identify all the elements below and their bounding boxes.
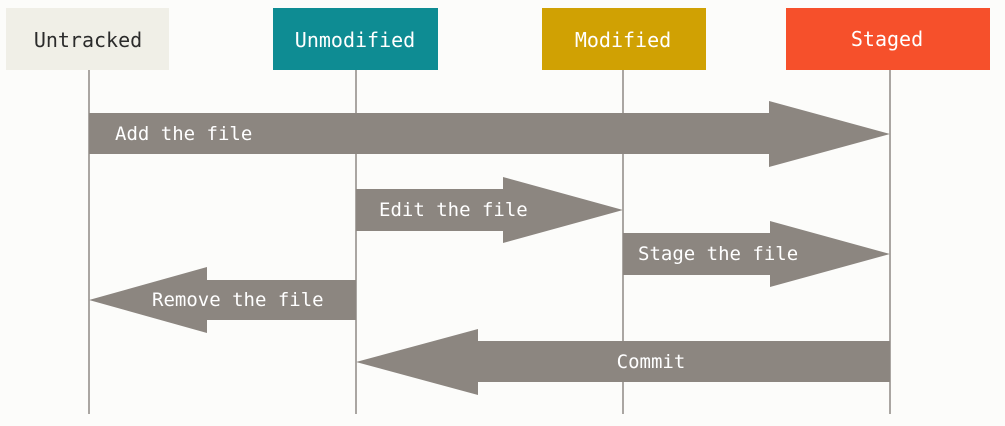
state-label-untracked: Untracked: [34, 28, 142, 52]
state-box-unmodified: [273, 8, 438, 70]
state-box-untracked: [6, 8, 169, 70]
state-unmodified: Unmodified: [273, 8, 438, 70]
transition-remove-the-file: Remove the file: [89, 267, 356, 333]
arrow-label-stage-the-file: Stage the file: [638, 243, 798, 265]
state-label-staged: Staged: [851, 27, 923, 51]
state-box-modified: [542, 8, 706, 70]
arrow-label-edit-the-file: Edit the file: [379, 199, 528, 221]
transition-edit-the-file: Edit the file: [356, 177, 623, 243]
arrow-remove-the-file: [89, 267, 356, 333]
arrow-label-remove-the-file: Remove the file: [152, 289, 324, 311]
state-label-unmodified: Unmodified: [295, 28, 415, 52]
transition-add-the-file: Add the file: [89, 101, 890, 167]
arrow-edit-the-file: [356, 177, 623, 243]
arrow-label-add-the-file: Add the file: [115, 123, 252, 145]
transition-stage-the-file: Stage the file: [623, 221, 890, 287]
transition-commit: Commit: [356, 329, 890, 395]
state-untracked: Untracked: [6, 8, 169, 70]
state-label-modified: Modified: [575, 28, 671, 52]
arrow-label-commit: Commit: [617, 351, 686, 373]
arrow-commit: [356, 329, 890, 395]
state-box-staged: [786, 8, 990, 70]
arrow-add-the-file: [89, 101, 890, 167]
state-staged: Staged: [786, 8, 990, 70]
state-modified: Modified: [542, 8, 706, 70]
arrow-stage-the-file: [623, 221, 890, 287]
